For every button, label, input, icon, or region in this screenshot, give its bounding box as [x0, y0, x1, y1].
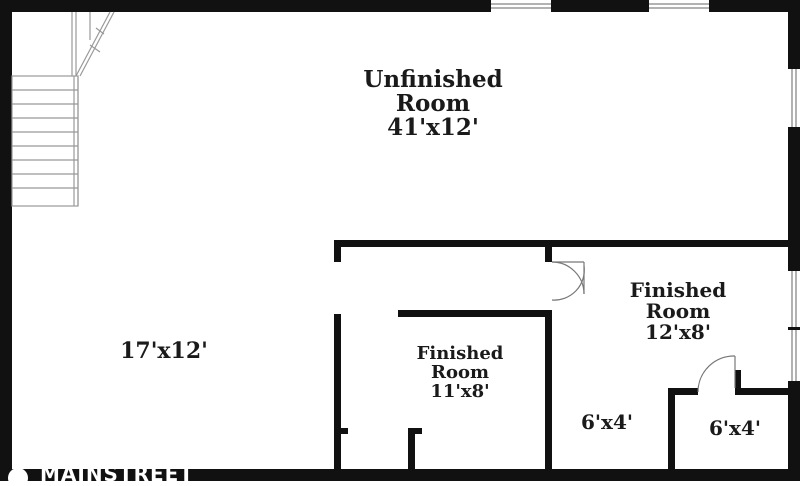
brand-watermark: MAINSTREET — [40, 462, 194, 486]
window-right-middle — [788, 269, 800, 329]
label-left-area-size: 17'x12' — [120, 338, 208, 364]
window-top-left — [489, 0, 553, 12]
staircase — [11, 11, 115, 207]
label-closet-b-size: 6'x4' — [708, 416, 761, 440]
window-top-right — [647, 0, 711, 12]
door-closet — [697, 355, 736, 393]
door-upper — [551, 261, 585, 301]
label-finished-room-right: Finished Room 12'x8' — [629, 278, 727, 344]
window-right-lower — [788, 330, 800, 383]
interior-walls — [334, 240, 788, 469]
label-unfinished-room: Unfinished Room 41'x12' — [363, 66, 503, 142]
window-right-upper — [788, 67, 800, 129]
brand-logo-mark — [8, 468, 28, 481]
label-closet-a-size: 6'x4' — [580, 410, 633, 434]
label-finished-room-center: Finished Room 11'x8' — [416, 343, 504, 402]
